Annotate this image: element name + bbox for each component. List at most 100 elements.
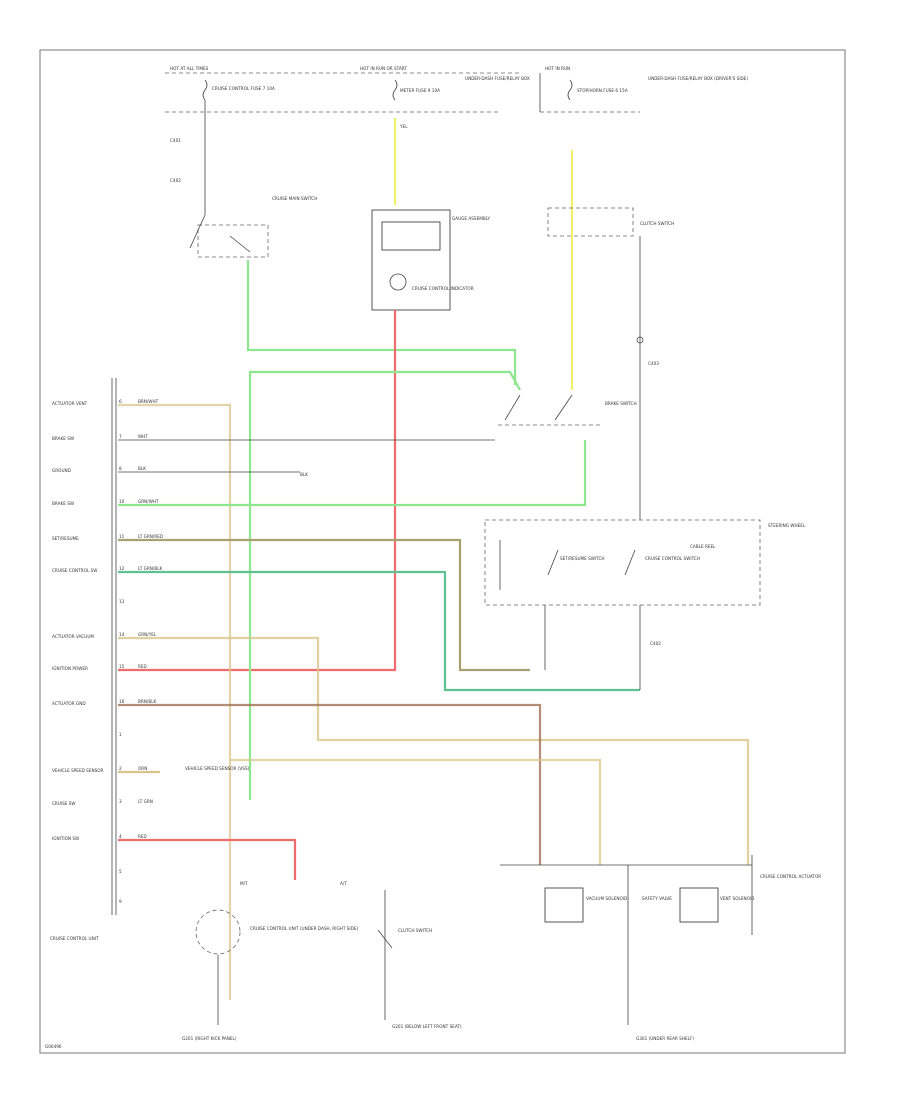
label-cruise-switch-combo: CRUISE CONTROL SWITCH [645,556,700,561]
ecu-pin-number: 7 [119,434,122,439]
ecu-pin-label: CRUISE CONTROL SW [52,568,97,573]
ecu-pin-number: 1 [119,732,122,737]
label-under-dash-box: UNDER-DASH FUSE/RELAY BOX [465,76,530,81]
ecu-pin-wire-color: BLK [138,466,146,471]
brake-switch-contact-2 [554,394,573,421]
ecu-pin-number: 2 [119,766,122,771]
ecu-pin-wire-color: LT GRN/RED [138,534,163,539]
label-ground-right: G301 (UNDER REAR SHELF) [636,1036,694,1041]
ecu-pin-label: BRAKE SW [52,501,74,506]
label-vss: VEHICLE SPEED SENSOR (VSS) [185,766,250,771]
fuse-b-symbol [392,79,398,101]
wire-green-white-brake [118,440,587,507]
ecu-pin-wire-color: BRN/BLK [138,699,157,704]
ecu-pin-label: GROUND [52,468,71,473]
fuse-a-symbol [202,79,208,101]
wire-red-ignition [118,310,397,672]
label-c402-top: C402 [170,178,181,183]
diagram-id: G00496 [45,1044,62,1049]
ecu-pin-wire-color: BRN/WHT [138,399,159,404]
ecu-pin-number: 6 [119,399,122,404]
ecu-pin-number: 3 [119,799,122,804]
label-ground-left: G201 (RIGHT KICK PANEL) [182,1036,237,1041]
ecu-pin-wire-color: ORN [138,766,147,771]
label-c403: C403 [648,361,659,366]
wire-set-resume [118,538,530,672]
ecu-pin-number: 4 [119,834,122,839]
ecu-pin-number: 12 [119,566,125,571]
label-hot-at-all-times: HOT AT ALL TIMES [170,66,209,71]
label-cruise-main-switch: CRUISE MAIN SWITCH [272,196,317,201]
ecu-pin-number: 13 [119,599,125,604]
label-actuator: CRUISE CONTROL ACTUATOR [760,874,821,879]
vss-sensor-icon [195,909,241,955]
label-gauge-assembly: GAUGE ASSEMBLY [452,216,490,221]
label-ground-mid: G201 (BELOW LEFT FRONT SEAT) [392,1024,462,1029]
ecu-pin-label: IGNITION SW [52,836,79,841]
ecu-pin-number: 10 [119,499,125,504]
label-ground-g401: BLK [300,472,308,477]
wire-green-main-switch [246,260,517,385]
label-cable-reel: CABLE REEL [690,544,716,549]
label-set-resume: SET/RESUME SWITCH [560,556,605,561]
cruise-switch-contact [624,549,636,576]
ecu-pin-number: 16 [119,699,125,704]
ecu-pin-wire-color: GRN/WHT [138,499,159,504]
label-fuse-a: CRUISE CONTROL FUSE 7 10A [212,86,275,91]
clutch-switch-bottom-contact [377,929,393,949]
ecu-pin-number: 5 [119,869,122,874]
label-hot-in-run: HOT IN RUN [545,66,570,71]
set-resume-switch-contact [547,549,559,576]
brake-switch-contact-1 [504,394,521,421]
gauge-fuse-block [381,221,441,251]
ecu-pin-label: CRUISE SW [52,801,76,806]
ecu-pin-number: 8 [119,466,122,471]
ecu-pin-label: ACTUATOR GND [52,701,86,706]
ecu-pin-label: BRAKE SW [52,436,74,441]
label-brake-switch: BRAKE SWITCH [605,401,637,406]
connector-c403-icon [636,336,644,344]
cruise-main-switch-box [197,224,269,258]
wire-tan-actuator-vent [118,403,232,1000]
label-fuse-b: METER FUSE 9 10A [400,88,440,93]
steering-wheel-box [484,519,761,606]
ecu-pin-number: 9 [119,899,122,904]
label-ecu-title-lower: CRUISE CONTROL UNIT (UNDER DASH, RIGHT S… [250,926,358,931]
label-c401-top: C401 [170,138,181,143]
label-wire-yel: YEL [399,124,408,129]
clutch-switch-top-box [547,207,634,237]
ecu-pin-wire-color: RED [138,834,147,839]
ecu-pin-wire-color: RED [138,664,147,669]
ecu-pin-number: 15 [119,664,125,669]
ecu-pin-wire-color: LT GRN [138,799,153,804]
vacuum-solenoid-box [544,887,584,923]
label-ecu-title: CRUISE CONTROL UNIT [50,936,99,941]
gauge-assembly-box [371,209,451,311]
ecu-pin-wire-color: LT GRN/BLK [138,566,163,571]
wire-red-ignition-sw [118,838,297,880]
cruise-indicator-lamp-icon [389,273,407,291]
label-mt-left: M/T [240,881,248,886]
ecu-pin-label: ACTUATOR VACUUM [52,634,94,639]
ecu-pin-label: SET/RESUME [52,536,79,541]
label-steering-wheel: STEERING WHEEL [768,523,806,528]
diagram-frame [39,49,846,1054]
wire-green-cruise-sw [248,370,521,800]
ecu-pin-number: 11 [119,534,125,539]
wire-tan-vent-actuator [230,758,602,865]
ecu-pin-label: VEHICLE SPEED SENSOR [52,768,104,773]
label-fuse-c: STOP/HORN FUSE 6 15A [577,88,628,93]
cruise-main-switch-contact2 [229,235,251,253]
label-clutch-switch-bottom: CLUTCH SWITCH [398,928,432,933]
wire-cruise-switch [118,570,640,692]
ecu-pin-number: 14 [119,632,125,637]
vent-solenoid-box [679,887,719,923]
label-safety-valve: SAFETY VALVE [642,896,672,901]
label-right-fuse-box: UNDER-DASH FUSE/RELAY BOX (DRIVER'S SIDE… [648,76,748,81]
label-c402-lower: C402 [650,641,661,646]
ecu-pin-label: ACTUATOR VENT [52,401,88,406]
label-cruise-indicator: CRUISE CONTROL INDICATOR [412,286,474,291]
